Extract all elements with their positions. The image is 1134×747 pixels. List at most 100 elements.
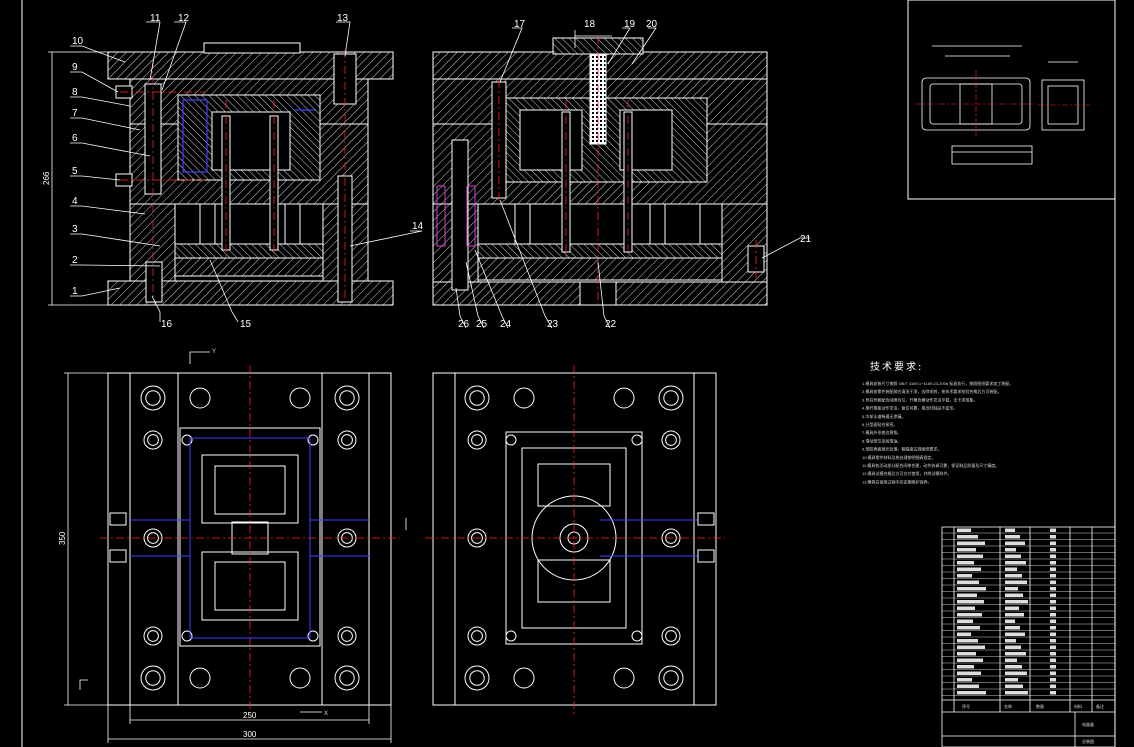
guide-hole	[513, 387, 535, 409]
tb-cell-fill	[957, 632, 971, 636]
pin-hole	[505, 630, 517, 642]
plan-view-left	[107, 372, 392, 706]
bolt-hole	[337, 430, 357, 450]
tb-cell-fill	[957, 554, 983, 558]
tb-cell-fill	[1005, 678, 1018, 682]
tb-cell-fill	[1050, 678, 1056, 682]
tb-cell-fill	[957, 671, 981, 675]
label-20: 20	[646, 19, 658, 30]
axis-y-label: Y	[212, 349, 216, 355]
bolt-hole-inner	[339, 390, 355, 406]
b-ejector-sleeve	[436, 185, 446, 247]
tb-cell-fill	[1050, 619, 1056, 623]
tb-cell-fill	[1005, 535, 1020, 539]
axis-indicators	[79, 351, 407, 713]
tb-cell-fill	[1050, 691, 1056, 695]
guide-hole	[613, 667, 635, 689]
pin-hole	[181, 434, 193, 446]
bolt-hole	[464, 665, 490, 691]
label-4: 4	[72, 196, 78, 207]
dimension-300-label: 300	[243, 730, 257, 739]
guide-hole	[613, 387, 635, 409]
bolt-hole	[337, 626, 357, 646]
guide-hole	[189, 387, 211, 409]
title-block-rows	[942, 528, 1115, 696]
plan-left-insert	[179, 427, 321, 647]
tb-cell-fill	[1005, 548, 1016, 552]
tb-cell-fill	[957, 639, 978, 643]
tb-title: 总装图	[1082, 738, 1094, 744]
label-22: 22	[605, 319, 617, 330]
bolt-hole-inner	[665, 630, 677, 642]
label-12: 12	[178, 13, 190, 24]
guide-hole	[189, 667, 211, 689]
plan-right-fittings	[697, 512, 715, 563]
tb-cell-fill	[1005, 554, 1021, 558]
bolt-hole	[467, 430, 487, 450]
tb-cell-fill	[1050, 574, 1056, 578]
label-1: 1	[72, 286, 78, 297]
section-a-channels	[182, 99, 315, 173]
tb-cell-fill	[1050, 632, 1056, 636]
note-line: 2.模具各零件装配前应清洗干净，去除毛刺，按技术要求检验合格后方可装配。	[862, 388, 1001, 394]
b-sprue	[589, 53, 607, 145]
bolt-hole	[658, 385, 684, 411]
tb-cell-fill	[957, 574, 972, 578]
tb-cell-fill	[957, 541, 985, 545]
tb-cell-fill	[1050, 639, 1056, 643]
bolt-hole	[467, 626, 487, 646]
bolt-hole-inner	[145, 670, 161, 686]
tb-cell-fill	[1005, 541, 1025, 545]
tb-cell-fill	[957, 626, 980, 630]
label-21: 21	[800, 234, 812, 245]
label-5: 5	[72, 166, 78, 177]
tb-cell-fill	[957, 613, 982, 617]
bolt-hole	[661, 626, 681, 646]
bolt-hole	[661, 430, 681, 450]
plan-view-right	[432, 372, 717, 706]
tb-cell-fill	[957, 606, 975, 610]
tb-cell-fill	[957, 580, 979, 584]
pin-hole	[505, 434, 517, 446]
bolt-hole-inner	[471, 434, 483, 446]
tb-cell-fill	[1005, 561, 1026, 565]
section-a-centerlines	[120, 50, 346, 300]
tb-cell-fill	[1050, 645, 1056, 649]
tb-cell-fill	[1005, 619, 1015, 623]
dimension-266-label: 266	[42, 171, 51, 185]
tb-cell-fill	[1005, 580, 1027, 584]
socket-screw-bottom	[145, 261, 163, 303]
bolt-hole-inner	[147, 434, 159, 446]
tb-cell-fill	[957, 548, 976, 552]
tb-cell-fill	[1005, 593, 1023, 597]
tb-cell-fill	[957, 528, 971, 532]
part-sketch-centerlines	[915, 70, 1090, 138]
bolt-hole-inner	[341, 630, 353, 642]
plan-dimensions	[64, 372, 392, 743]
label-11: 11	[150, 13, 161, 24]
tb-cell-fill	[1005, 626, 1020, 630]
b-return-pin	[451, 139, 469, 291]
tb-cell-fill	[957, 665, 974, 669]
plan-left-fittings	[109, 512, 127, 563]
tb-cell-fill	[957, 658, 983, 662]
tb-cell-fill	[957, 600, 984, 604]
bolt-hole-inner	[663, 390, 679, 406]
section-a-leaders	[70, 21, 423, 323]
section-b-labels: 17 18 19 20 21 22 23 24 25 26	[458, 19, 812, 330]
note-line: 8.滑动部位涂润滑油。	[862, 437, 901, 443]
bolt-hole	[140, 665, 166, 691]
bolt-hole-inner	[471, 532, 483, 544]
tb-cell-fill	[1050, 541, 1056, 545]
label-24: 24	[500, 319, 512, 330]
tb-cell-fill	[1005, 574, 1022, 578]
section-b	[432, 37, 768, 306]
tb-cell-fill	[1050, 684, 1056, 688]
label-10: 10	[72, 36, 84, 47]
label-26: 26	[458, 319, 470, 330]
tb-cell-fill	[957, 678, 972, 682]
bolt-hole-inner	[471, 630, 483, 642]
dimension-266	[48, 51, 108, 306]
note-line: 11.模具各活动部分配合间隙合理，动作协调可靠，保证制品质量及尺寸精度。	[862, 462, 999, 468]
tb-cell-fill	[957, 593, 977, 597]
